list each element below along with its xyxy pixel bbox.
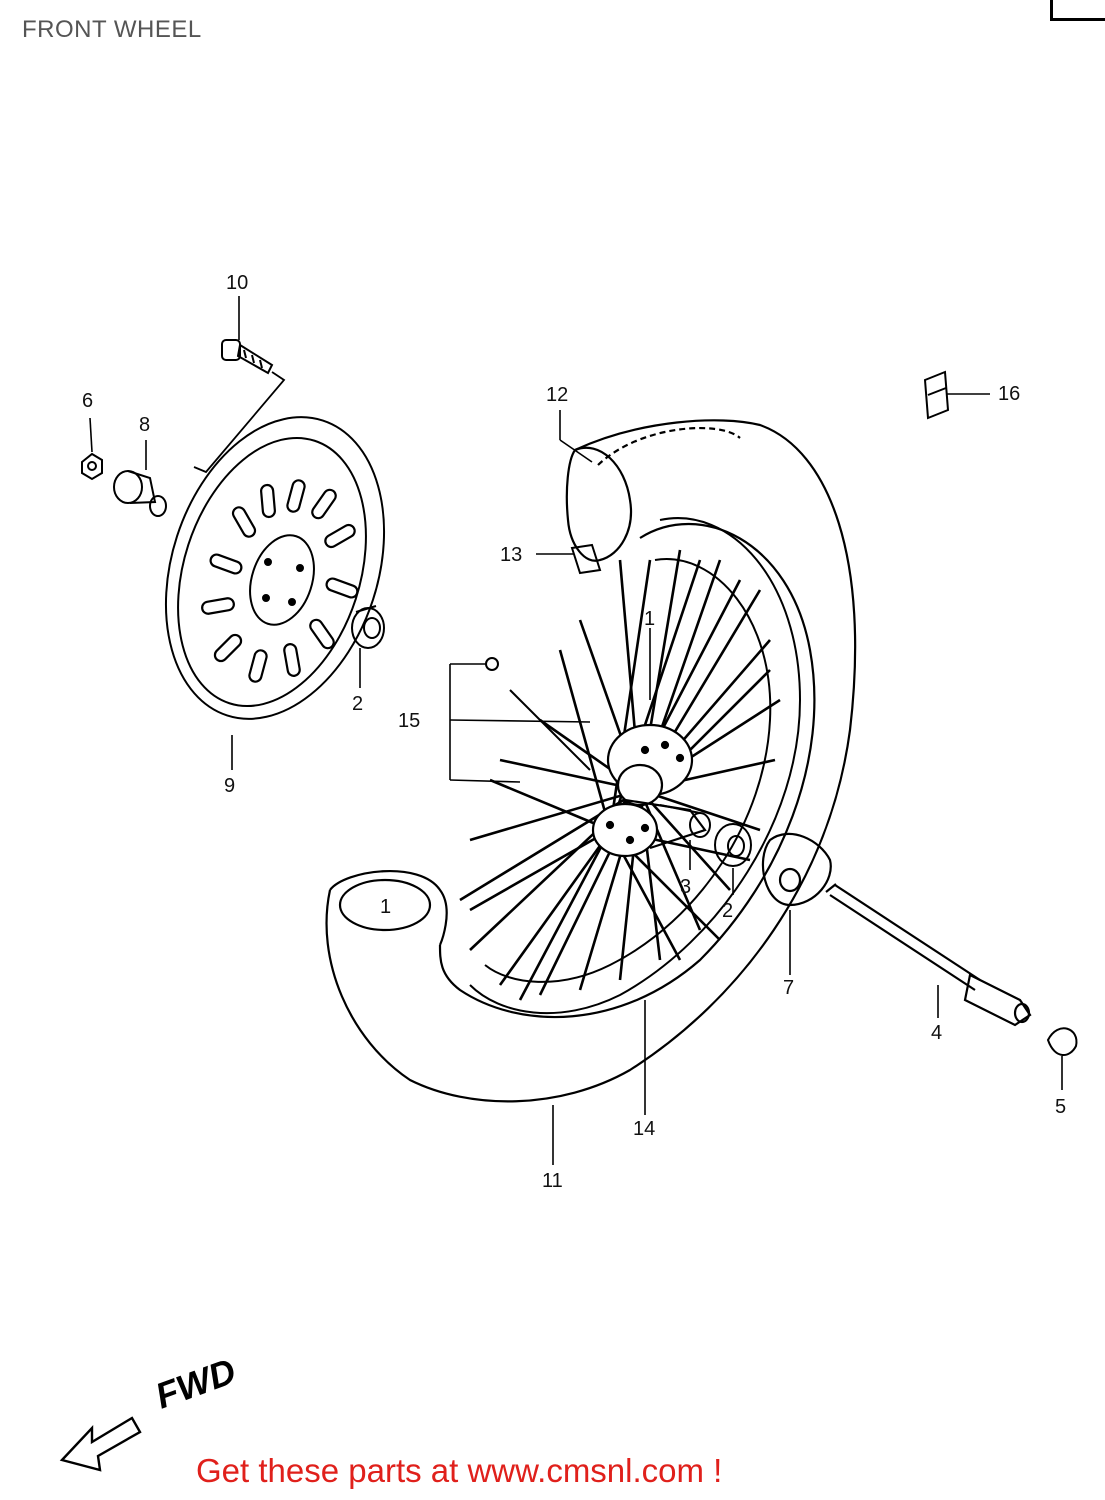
- tyre: [325, 419, 857, 1103]
- fwd-arrow: [59, 1416, 142, 1472]
- hub-spacer: [659, 804, 711, 838]
- disc-bolt: [221, 339, 274, 375]
- callout-3: 3: [680, 876, 692, 898]
- callout-7: 7: [783, 977, 795, 999]
- callout-9: 9: [224, 775, 236, 797]
- tube-valve: [570, 543, 602, 575]
- brake-disc: [164, 416, 386, 720]
- leader-lines: [89, 296, 1063, 1165]
- callout-6: 6: [82, 390, 94, 412]
- corner-frame-mark: [1050, 0, 1105, 21]
- callout-16: 16: [998, 383, 1021, 405]
- spacer: [113, 470, 167, 517]
- axle-cap: [1046, 1027, 1078, 1056]
- callout-2-right: 2: [722, 900, 734, 922]
- axle-collar: [761, 832, 832, 907]
- callout-4: 4: [931, 1022, 943, 1044]
- callout-14: 14: [633, 1118, 656, 1140]
- wheel-bearing-right: [714, 823, 752, 867]
- wheel-hub: [591, 723, 707, 858]
- page-title: FRONT WHEEL: [22, 16, 202, 43]
- callout-15: 15: [398, 710, 421, 732]
- front-axle: [825, 883, 1032, 1027]
- nut: [81, 452, 103, 481]
- callout-10: 10: [226, 272, 249, 294]
- callout-12: 12: [546, 384, 569, 406]
- valve-cap: [923, 370, 950, 420]
- callout-13: 13: [500, 544, 523, 566]
- callout-1: 1: [644, 608, 656, 630]
- footer-link-text[interactable]: Get these parts at www.cmsnl.com !: [196, 1452, 723, 1489]
- callout-8: 8: [139, 414, 151, 436]
- callout-2: 2: [352, 693, 364, 715]
- spoke-nipple: [485, 657, 591, 771]
- callout-5: 5: [1055, 1096, 1067, 1118]
- callout-11: 11: [542, 1170, 563, 1192]
- callout-1-tube: 1: [380, 896, 392, 918]
- wheel-bearing: [351, 605, 385, 649]
- rim: [469, 517, 802, 1015]
